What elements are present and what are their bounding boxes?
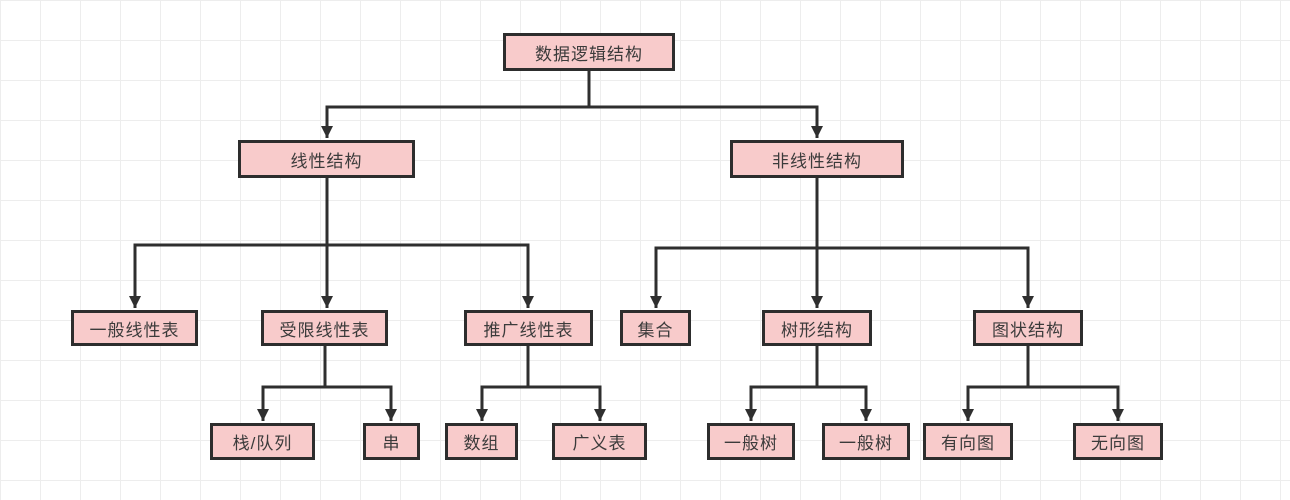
- node-set: 集合: [620, 310, 691, 346]
- node-directed-graph: 有向图: [923, 423, 1013, 460]
- connector-linear-children: [129, 176, 534, 308]
- node-generalized-list: 广义表: [552, 423, 647, 460]
- node-general-tree-1: 一般树: [707, 423, 795, 460]
- connector-restricted-children: [257, 344, 397, 421]
- connector-nonlinear-children: [650, 176, 1034, 308]
- connector-root-children: [321, 69, 823, 138]
- connector-extended-children: [476, 344, 606, 421]
- connector-graph-children: [962, 344, 1124, 421]
- node-root: 数据逻辑结构: [503, 33, 675, 71]
- node-extended-linear-list: 推广线性表: [464, 310, 593, 346]
- node-stack-queue: 栈/队列: [210, 423, 315, 460]
- node-general-tree-2: 一般树: [822, 423, 910, 460]
- node-restricted-linear-list: 受限线性表: [261, 310, 388, 346]
- node-graph-structure: 图状结构: [973, 310, 1083, 346]
- node-array: 数组: [445, 423, 518, 460]
- node-nonlinear: 非线性结构: [730, 140, 904, 178]
- node-general-linear-list: 一般线性表: [71, 310, 198, 346]
- node-tree-structure: 树形结构: [762, 310, 872, 346]
- node-undirected-graph: 无向图: [1073, 423, 1163, 460]
- node-string: 串: [363, 423, 420, 460]
- connector-tree-children: [745, 344, 872, 421]
- node-linear: 线性结构: [238, 140, 415, 178]
